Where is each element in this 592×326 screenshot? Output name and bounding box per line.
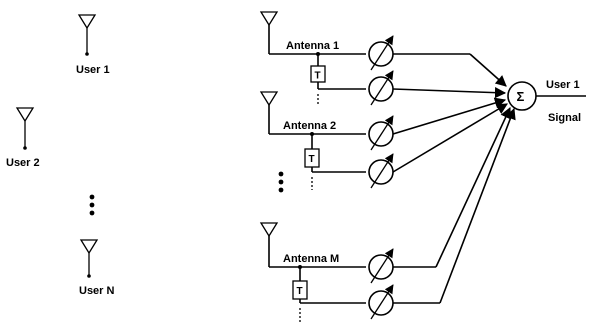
delay-block-2: T (304, 148, 320, 168)
antenna-m-icon (259, 222, 279, 267)
user-2-label: User 2 (6, 157, 40, 169)
antenna-ellipsis (278, 171, 284, 193)
antenna-1-icon (259, 11, 279, 54)
phase-shifter-1b (368, 70, 394, 106)
sum-symbol: Σ (517, 89, 525, 104)
user-ellipsis (89, 194, 95, 216)
phase-shifter-1a (368, 35, 394, 71)
phase-shifter-ma (368, 248, 394, 284)
svg-text:T: T (309, 154, 315, 165)
phase-shifter-mb (368, 284, 394, 320)
antenna-2-icon (259, 91, 279, 134)
phase-shifter-2b (368, 153, 394, 189)
antenna-1-label: Antenna 1 (286, 40, 339, 52)
delay-block-m: T (292, 280, 308, 300)
user-1-antenna-icon (77, 14, 97, 56)
delay-block-1: T (310, 65, 326, 83)
summing-node: Σ (507, 81, 537, 111)
output-label-line1: User 1 (546, 79, 580, 91)
user-n-label: User N (79, 285, 115, 297)
phase-shifter-2a (368, 115, 394, 151)
user-1-label: User 1 (76, 64, 110, 76)
antenna-2-label: Antenna 2 (283, 120, 336, 132)
svg-text:T: T (297, 286, 303, 297)
antenna-m-label: Antenna M (283, 253, 339, 265)
user-2-antenna-icon (15, 107, 35, 150)
user-n-antenna-icon (79, 239, 99, 278)
svg-text:T: T (315, 71, 321, 82)
output-label-line2: Signal (548, 112, 581, 124)
